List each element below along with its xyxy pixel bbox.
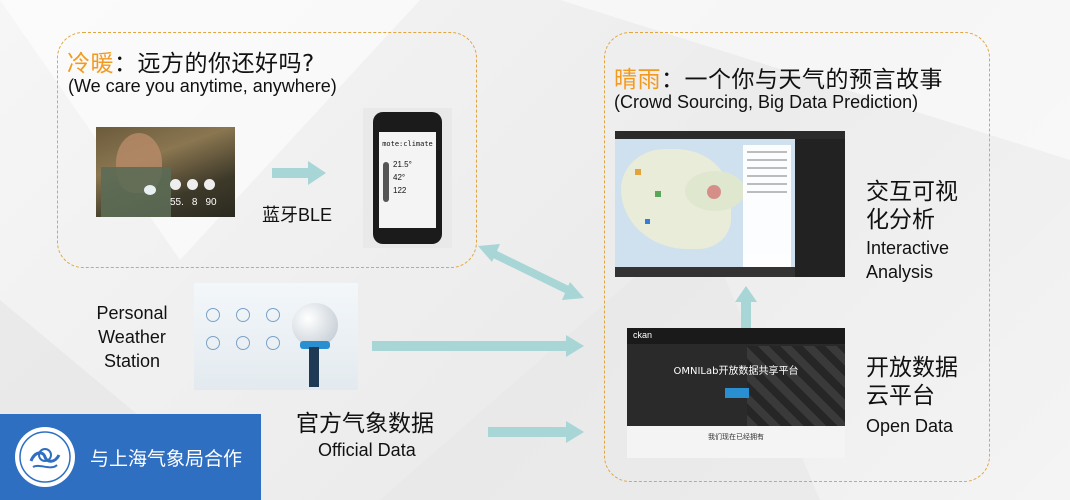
- analysis-cn-line1: 交互可视: [866, 179, 958, 205]
- right-scenario-box: [604, 32, 990, 482]
- open-data-cn-line2: 云平台: [866, 383, 935, 409]
- station-label: Personal Weather Station: [90, 301, 174, 373]
- right-box-subtitle: (Crowd Sourcing, Big Data Prediction): [614, 92, 919, 112]
- station-label-line1: Personal: [96, 303, 168, 323]
- phone-app-screenshot: mote:climate 21.5° 42° 122: [363, 108, 452, 248]
- ckan-footer: 我们现在已经拥有: [708, 433, 764, 441]
- station-label-line2: Weather: [98, 327, 166, 347]
- open-data-en: Open Data: [866, 416, 954, 436]
- photo-reading-1: 55.: [170, 197, 184, 208]
- meteorological-bureau-seal: [15, 427, 75, 487]
- partner-text: 与上海气象局合作: [90, 448, 243, 470]
- analysis-cn: 交互可视 化分析: [866, 178, 958, 234]
- left-scenario-box: [57, 32, 477, 268]
- left-box-title: 冷暖：远方的你还好吗?: [67, 44, 315, 78]
- analysis-en-line2: Analysis: [866, 262, 934, 282]
- open-data-cn-line1: 开放数据: [866, 355, 958, 381]
- photo-reading-3: 90: [205, 197, 217, 208]
- official-data-cn: 官方气象数据: [296, 411, 434, 437]
- right-title-rest: ：一个你与天气的预言故事: [661, 67, 943, 93]
- open-data-cn: 开放数据 云平台: [866, 354, 958, 410]
- arrow-right-icon: [272, 161, 326, 185]
- right-box-title: 晴雨：一个你与天气的预言故事: [614, 60, 943, 94]
- analysis-cn-line2: 化分析: [866, 207, 935, 233]
- person-wearable-photo: 55. 8 90: [96, 127, 235, 217]
- ckan-banner: OMNILab开放数据共享平台: [673, 366, 799, 377]
- analysis-en-line1: Interactive: [866, 238, 950, 258]
- phone-reading-3: 122: [393, 186, 407, 195]
- station-label-line3: Station: [103, 351, 161, 371]
- partner-badge: 与上海气象局合作: [0, 414, 261, 500]
- right-title-highlight: 晴雨: [614, 67, 661, 93]
- analysis-en: Interactive Analysis: [866, 236, 949, 284]
- left-title-highlight: 冷暖: [67, 51, 114, 77]
- phone-app-title: mote:climate: [382, 140, 433, 148]
- ckan-logo: ckan: [633, 330, 653, 340]
- ble-label: 蓝牙BLE: [262, 205, 333, 225]
- weather-station-photo: [194, 283, 358, 390]
- double-arrow-icon: [478, 244, 584, 300]
- arrow-station-icon: [372, 335, 584, 357]
- phone-reading-1: 21.5°: [393, 160, 412, 169]
- arrow-official-icon: [488, 421, 584, 443]
- photo-reading-2: 8: [191, 197, 198, 208]
- arrow-up-icon: [735, 286, 757, 328]
- phone-reading-2: 42°: [393, 173, 406, 182]
- left-title-rest: ：远方的你还好吗?: [114, 51, 315, 77]
- official-data-en: Official Data: [318, 440, 416, 460]
- ckan-platform-screenshot: ckan OMNILab开放数据共享平台 我们现在已经拥有: [627, 328, 845, 458]
- interactive-map-screenshot: [615, 131, 845, 277]
- left-box-subtitle: (We care you anytime, anywhere): [68, 76, 337, 96]
